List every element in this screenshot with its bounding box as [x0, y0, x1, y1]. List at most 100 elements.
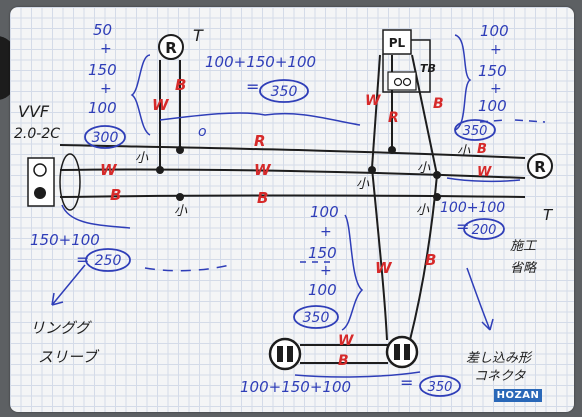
right-stack-calc: 100 + 150 + 100 350 [454, 22, 509, 141]
calc-line: 100 [308, 281, 337, 299]
receptacle-left: R [158, 34, 184, 60]
arrow-connector [466, 267, 494, 331]
calc-line: + [320, 263, 332, 279]
wire-label-w: W [365, 93, 381, 109]
calc-result: 350 [271, 84, 298, 100]
calc-line: 100+150+100 [205, 53, 316, 71]
left-calc: 150+100 = 250 [30, 231, 131, 272]
bottom-brace [294, 371, 421, 378]
calc-result: 350 [303, 310, 330, 326]
calc-line: 150+100 [30, 231, 100, 249]
pilot-lamp-label: PL [389, 36, 406, 50]
neutral-o-mark: o [198, 124, 207, 140]
junction-dot [388, 146, 396, 154]
calc-line: 100 [478, 97, 507, 115]
note-ring-sleeve-1: リンググ [30, 319, 93, 337]
cable-sheath-left [59, 153, 81, 211]
cable-size: 2.0-2C [14, 126, 60, 142]
calc-line: 100 [88, 99, 117, 117]
brace-top-left [130, 54, 151, 136]
calc-result: 350 [463, 124, 488, 139]
small-mark: 小 [416, 203, 430, 218]
calc-line: + [320, 224, 332, 240]
top-stack-calc: 50 + 150 + 100 300 [84, 21, 126, 149]
bottom-calc: 100+150+100 = 350 [240, 373, 461, 397]
wire-down-left-w [371, 167, 388, 341]
wire-label-w: W [375, 259, 393, 277]
wire-label-w: W [152, 96, 170, 114]
calc-line: + [100, 81, 112, 97]
calc-line: 150 [88, 61, 117, 79]
calc-line: 150 [308, 244, 337, 262]
outlet-left [268, 337, 302, 371]
note-omit-1: 施工 [510, 239, 538, 254]
brace-left [61, 204, 131, 229]
switch-icon [402, 77, 412, 87]
calc-eq: = [400, 373, 413, 392]
receptacle-right-label: R [534, 158, 546, 176]
right-mid-calc: 100+100 = 200 [440, 200, 505, 240]
dash-right-top [479, 119, 546, 123]
terminal-t-label-top: T [193, 26, 204, 45]
brace-center [341, 214, 364, 331]
receptacle-left-label: R [165, 39, 177, 57]
calc-eq: = [246, 77, 259, 96]
pilot-lamp-box [382, 29, 412, 55]
small-mark: 小 [174, 204, 188, 219]
calc-line: + [490, 42, 502, 58]
main-wire-black [59, 194, 526, 198]
arrow-ring-sleeve [51, 264, 86, 306]
junction-dot [368, 166, 376, 174]
wire-pl-b [371, 54, 381, 169]
note-ring-sleeve-2: スリーブ [38, 348, 100, 366]
main-wire-red [59, 144, 526, 159]
receptacle-right: R [527, 153, 553, 179]
center-stack-calc: 100 + 150 + 100 350 [293, 203, 339, 329]
wire-label-b: B [477, 142, 487, 157]
calc-result: 350 [428, 380, 453, 395]
power-source [27, 153, 81, 211]
junction-dot [176, 146, 184, 154]
wire-label-b: B [110, 186, 121, 204]
pilot-lamp-group: PL TB [382, 29, 436, 93]
calc-eq: = [76, 250, 89, 269]
wire-label-r: R [388, 110, 399, 126]
wire-label-b: B [433, 96, 444, 112]
brace-mid [159, 112, 361, 126]
source-terminal-black [34, 187, 46, 199]
wire-label-w: W [477, 165, 492, 180]
note-connector-2: コネクタ [474, 369, 526, 384]
calc-line: + [490, 81, 502, 97]
small-mark: 小 [457, 144, 471, 159]
wire-label-b: B [257, 189, 268, 207]
note-connector-1: 差し込み形 [466, 351, 533, 366]
calc-line: 50 [93, 21, 112, 39]
wire-label-b: B [175, 76, 186, 94]
calc-line: 100 [480, 22, 509, 40]
brand-logo: HOZAN [494, 389, 542, 402]
terminal-t-label-right: T [543, 206, 554, 224]
wire-label-w: W [338, 333, 354, 349]
wire-label-w: W [100, 161, 118, 179]
note-omit-2: 省略 [510, 261, 538, 276]
switch-icon [393, 77, 403, 87]
wire-label-b: B [338, 353, 349, 369]
wire-lines [59, 54, 526, 364]
wire-color-labels: B W W B R W B W R B B W W B W B [100, 76, 492, 369]
brace-right-mid [446, 177, 521, 183]
calc-line: 100 [310, 203, 339, 221]
wire-label-b: B [425, 251, 436, 269]
junction-dot [433, 193, 441, 201]
calc-line: + [100, 41, 112, 57]
wire-label-r: R [254, 132, 266, 150]
small-mark: 小 [356, 177, 370, 192]
small-mark: 小 [417, 161, 431, 176]
source-terminal-white [33, 163, 47, 177]
small-marks: 小 小 小 小 小 小 o [135, 124, 471, 219]
switch-box [387, 71, 417, 91]
annotation-strokes [51, 34, 546, 378]
calc-result: 250 [95, 253, 122, 269]
terminal-tb-label: TB [420, 62, 436, 75]
brace-right-top [454, 34, 472, 131]
